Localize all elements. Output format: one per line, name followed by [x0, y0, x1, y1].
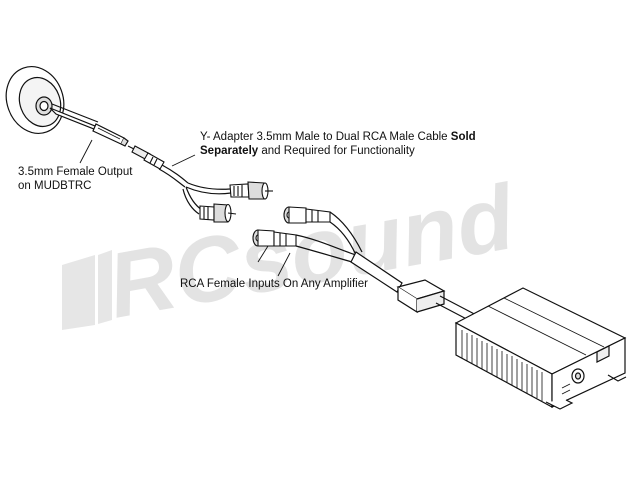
rca-female-plug-lower: [252, 229, 297, 247]
aux-male-plug: [127, 145, 165, 170]
mudbtrc-receiver: [5, 66, 129, 147]
watermark-text: RCsound: [101, 166, 523, 338]
separately-text: Separately: [200, 145, 259, 157]
leader-lines: [79, 139, 291, 277]
rca-male-plug-upper: [229, 181, 273, 200]
rca-inputs-label: RCA Female Inputs On Any Amplifier: [180, 277, 410, 291]
rca-female-plug-upper: [283, 206, 331, 224]
y-adapter-label: Y- Adapter 3.5mm Male to Dual RCA Male C…: [200, 130, 500, 158]
watermark-logo-icon: [62, 250, 112, 330]
y-adapter-text: Y- Adapter 3.5mm Male to Dual RCA Male C…: [200, 131, 451, 143]
female-output-line2: on MUDBTRC: [18, 180, 92, 192]
rca-male-plug-lower: [199, 203, 237, 223]
amplifier-unit: [454, 287, 627, 410]
heatsink-fins: [461, 330, 543, 401]
female-output-label: 3.5mm Female Output on MUDBTRC: [18, 165, 158, 193]
functionality-text: and Required for Functionality: [258, 145, 415, 157]
y-adapter-cable: [158, 164, 232, 215]
sold-text: Sold: [450, 131, 476, 143]
rca-inputs-text: RCA Female Inputs On Any Amplifier: [180, 278, 368, 290]
female-output-line1: 3.5mm Female Output: [18, 166, 133, 178]
power-switch-icon: [596, 345, 610, 363]
